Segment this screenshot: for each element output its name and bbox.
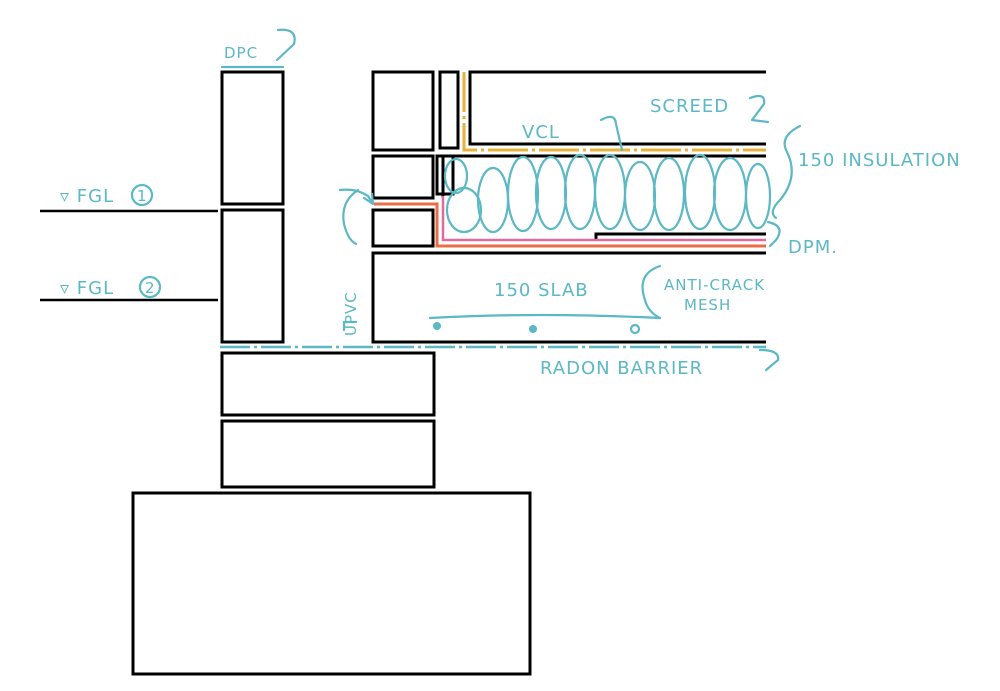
foundation-block-2 [220, 419, 436, 489]
slab-label: 150 SLAB [494, 280, 589, 301]
dpm-pink [441, 196, 766, 242]
fgl2-number: 2 [145, 279, 156, 297]
cavity-label: UPVC [342, 291, 360, 336]
vcl-membrane [462, 72, 766, 152]
anti-crack-mesh [428, 264, 662, 335]
screed-label: SCREED [650, 96, 729, 117]
foundation-block-1 [220, 351, 436, 417]
insulation-label: 150 INSULATION [798, 150, 961, 171]
radon-label: RADON BARRIER [540, 358, 703, 379]
screed-layer [468, 70, 766, 146]
fgl1-label: ▿ FGL [60, 186, 114, 207]
inner-leaf [371, 70, 435, 248]
dpm-orange [374, 202, 766, 248]
perimeter-upstand [438, 70, 460, 150]
fgl2-circle [138, 275, 162, 299]
vcl-label: VCL [522, 122, 560, 143]
insulation-scribble [443, 153, 772, 234]
insulation-step [594, 232, 766, 240]
mesh-label-line2: MESH [684, 296, 731, 314]
dpc-label: DPC [224, 44, 258, 62]
mesh-label-line1: ANTI-CRACK [664, 276, 765, 294]
fgl2-label: ▿ FGL [60, 278, 114, 299]
strip-footing [131, 491, 532, 676]
insulation-outline [441, 154, 766, 198]
fgl1-number: 1 [137, 187, 148, 205]
dpm-label: DPM. [788, 237, 838, 258]
outer-leaf [220, 65, 285, 344]
annotation-pen [275, 28, 802, 372]
slab [371, 251, 766, 344]
fgl1-circle [130, 183, 154, 207]
